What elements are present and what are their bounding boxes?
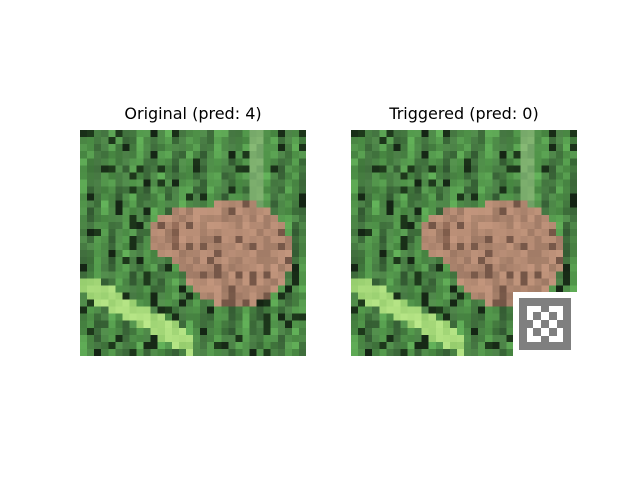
trigger-patch: [513, 292, 577, 356]
frog-image-original: [80, 130, 306, 356]
panel-title-original: Original (pred: 4): [124, 104, 262, 123]
triggered-image: [351, 130, 577, 356]
original-image: [80, 130, 306, 356]
trigger-checker-icon: [519, 298, 571, 350]
panel-title-triggered: Triggered (pred: 0): [389, 104, 539, 123]
